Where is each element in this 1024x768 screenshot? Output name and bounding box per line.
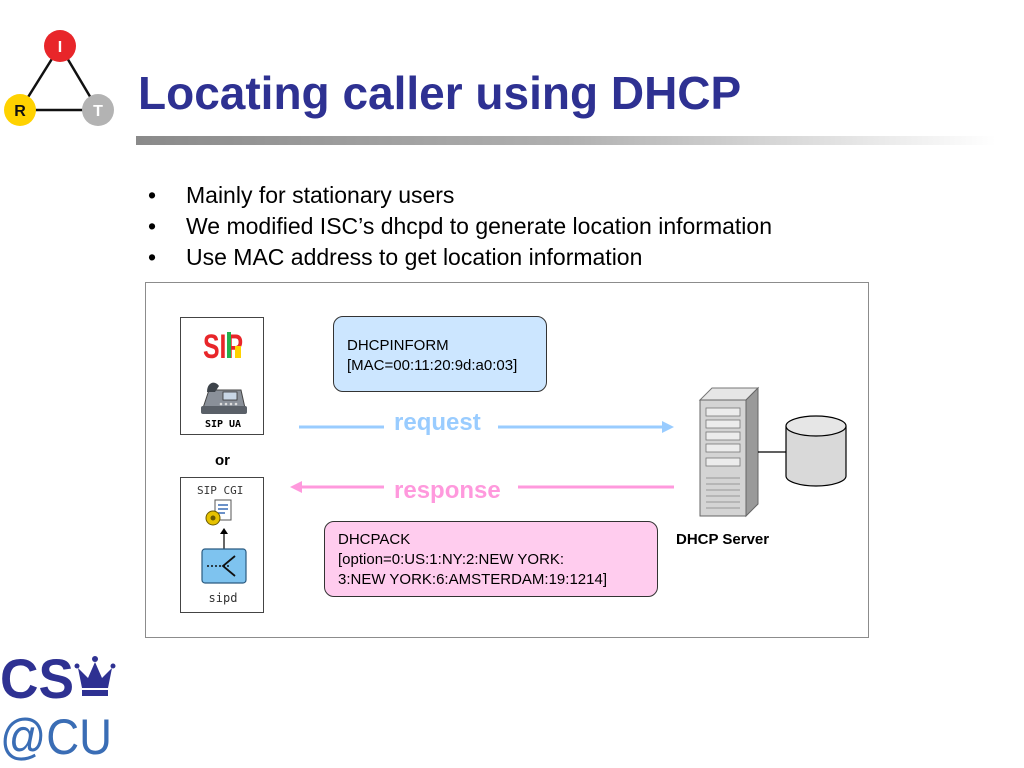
database-cylinder-icon	[758, 415, 847, 487]
diagram-frame	[145, 282, 869, 638]
response-label: response	[394, 477, 501, 504]
bullet-marker: •	[148, 244, 157, 270]
bullet-list: • Mainly for stationary users • We modifie…	[148, 180, 772, 273]
logo-triangle	[17, 43, 101, 112]
inform-line-2: [MAC=00:11:20:9d:a0:03]	[347, 357, 518, 374]
bullet-item: • We modified ISC’s dhcpd to generate loc…	[148, 211, 772, 242]
bullet-marker: •	[148, 213, 157, 239]
sip-ua-panel: SIP SIP UA	[180, 317, 264, 435]
ack-line-2: [option=0:US:1:NY:2:NEW YORK:	[338, 551, 565, 568]
dhcp-server-label: DHCP Server	[676, 531, 770, 548]
cs-at-cu-logo: CS @CU	[0, 647, 116, 765]
page-title: Locating caller using DHCP	[138, 67, 742, 119]
inform-line-1: DHCPINFORM	[347, 337, 449, 354]
cgi-script-icon	[205, 499, 232, 526]
sip-cgi-panel: SIP CGI sipd	[180, 477, 264, 613]
sipd-label: sipd	[208, 591, 238, 605]
logo-node-i	[44, 30, 76, 62]
dhcpinform-message-box: DHCPINFORM [MAC=00:11:20:9d:a0:03]	[333, 316, 547, 392]
or-label: or	[215, 452, 230, 469]
sip-cgi-label: SIP CGI	[197, 484, 244, 497]
cgi-link-arrow-icon	[220, 528, 228, 549]
logo-node-r	[4, 94, 36, 126]
ack-line-3: 3:NEW YORK:6:AMSTERDAM:19:1214]	[338, 571, 607, 588]
sipd-server-icon	[201, 548, 247, 584]
desk-phone-icon	[201, 382, 247, 414]
irt-logo: I R T	[4, 30, 114, 126]
logo-letter-i: I	[58, 39, 62, 56]
title-divider	[136, 136, 996, 145]
sip-logo-icon: SIP	[203, 328, 243, 366]
logo-letter-t: T	[93, 103, 103, 120]
bullet-item: • Mainly for stationary users	[148, 180, 772, 211]
response-arrowhead-icon	[290, 481, 302, 493]
crown-icon	[74, 656, 116, 696]
bullet-marker: •	[148, 182, 157, 208]
server-tower-icon	[698, 386, 760, 518]
logo-letter-r: R	[14, 103, 26, 120]
bullet-text: Use MAC address to get location informat…	[186, 244, 643, 270]
dhcpack-message-box: DHCPACK [option=0:US:1:NY:2:NEW YORK: 3:…	[324, 521, 658, 597]
bullet-text: Mainly for stationary users	[186, 182, 455, 208]
request-label: request	[394, 409, 481, 436]
logo-node-t	[82, 94, 114, 126]
request-arrowhead-icon	[662, 421, 674, 433]
ack-line-1: DHCPACK	[338, 531, 411, 548]
bullet-text: We modified ISC’s dhcpd to generate loca…	[186, 213, 772, 239]
logo-at-cu-text: @CU	[0, 709, 112, 765]
sip-ua-label: SIP UA	[204, 419, 242, 430]
bullet-item: • Use MAC address to get location informa…	[148, 242, 772, 273]
logo-cs-text: CS	[0, 647, 74, 710]
